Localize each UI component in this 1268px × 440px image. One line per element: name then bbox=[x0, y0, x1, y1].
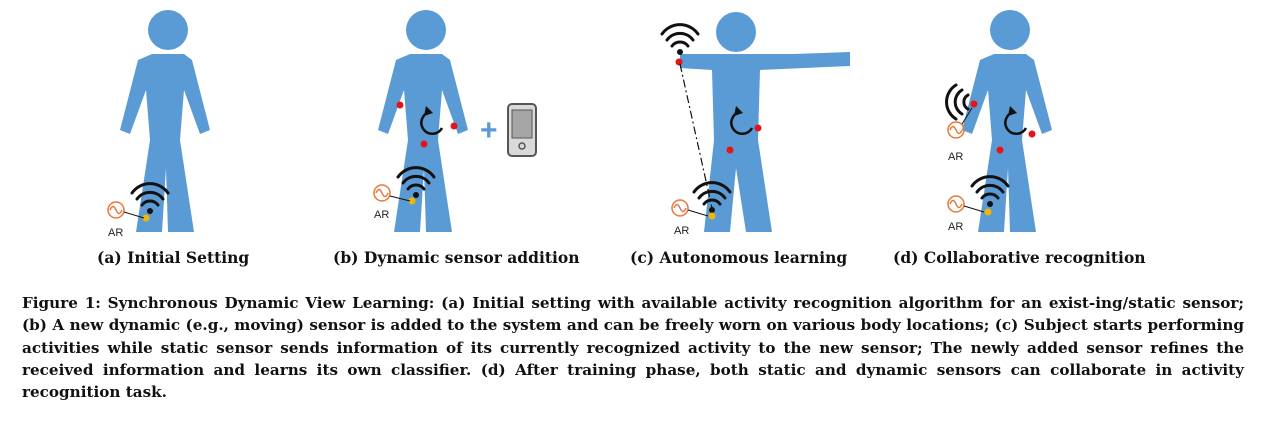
figure-caption: Figure 1: Synchronous Dynamic View Learn… bbox=[22, 294, 1244, 402]
wifi-signal-icon bbox=[692, 181, 732, 213]
ar-label: AR bbox=[948, 221, 963, 233]
signal-waves-icon bbox=[945, 83, 970, 121]
wifi-signal-icon bbox=[396, 166, 436, 198]
static-sensor-dot bbox=[984, 208, 992, 216]
sensor-dot bbox=[675, 58, 683, 66]
person-figure-icon bbox=[120, 10, 210, 232]
smartphone-icon bbox=[507, 103, 537, 157]
sensor-dot bbox=[1028, 130, 1036, 138]
panel-initial-setting: AR bbox=[60, 0, 290, 245]
sensor-dot bbox=[726, 146, 734, 154]
panel-collaborative-recognition: AR AR bbox=[910, 0, 1160, 245]
ar-label: AR bbox=[374, 209, 389, 221]
panel-dynamic-sensor-addition: + AR bbox=[330, 0, 580, 245]
sensor-dot bbox=[996, 146, 1004, 154]
plus-sign: + bbox=[480, 114, 498, 147]
communication-line bbox=[679, 63, 713, 209]
link-arrow bbox=[961, 107, 973, 125]
wifi-signal-icon bbox=[660, 23, 700, 55]
panel-autonomous-learning: AR bbox=[620, 0, 880, 245]
sine-wave-icon bbox=[107, 201, 125, 219]
sensor-dot bbox=[970, 100, 978, 108]
sensor-dot bbox=[396, 101, 404, 109]
static-sensor-dot bbox=[142, 214, 150, 222]
wifi-signal-icon bbox=[130, 182, 170, 214]
sine-wave-icon bbox=[947, 121, 965, 139]
ar-label: AR bbox=[674, 225, 689, 237]
sine-wave-icon bbox=[373, 184, 391, 202]
sine-wave-icon bbox=[671, 199, 689, 217]
link-arrow bbox=[687, 209, 709, 217]
person-figure-icon bbox=[962, 10, 1052, 232]
static-sensor-dot bbox=[408, 197, 416, 205]
subcaption-d: (d) Collaborative recognition bbox=[893, 248, 1146, 267]
wifi-signal-icon bbox=[970, 175, 1010, 207]
link-arrow bbox=[963, 205, 985, 213]
ar-label: AR bbox=[948, 151, 963, 163]
sensor-dot bbox=[450, 122, 458, 130]
subcaption-c: (c) Autonomous learning bbox=[630, 248, 848, 267]
sensor-dot bbox=[420, 140, 428, 148]
subcaption-a: (a) Initial Setting bbox=[97, 248, 250, 267]
subcaption-b: (b) Dynamic sensor addition bbox=[333, 248, 580, 267]
sensor-dot bbox=[754, 124, 762, 132]
static-sensor-dot bbox=[708, 212, 716, 220]
person-figure-icon bbox=[680, 12, 850, 232]
person-figure-icon bbox=[378, 10, 468, 232]
link-arrow bbox=[123, 211, 145, 219]
sine-wave-icon bbox=[947, 195, 965, 213]
link-arrow bbox=[389, 195, 411, 202]
ar-label: AR bbox=[108, 227, 123, 239]
